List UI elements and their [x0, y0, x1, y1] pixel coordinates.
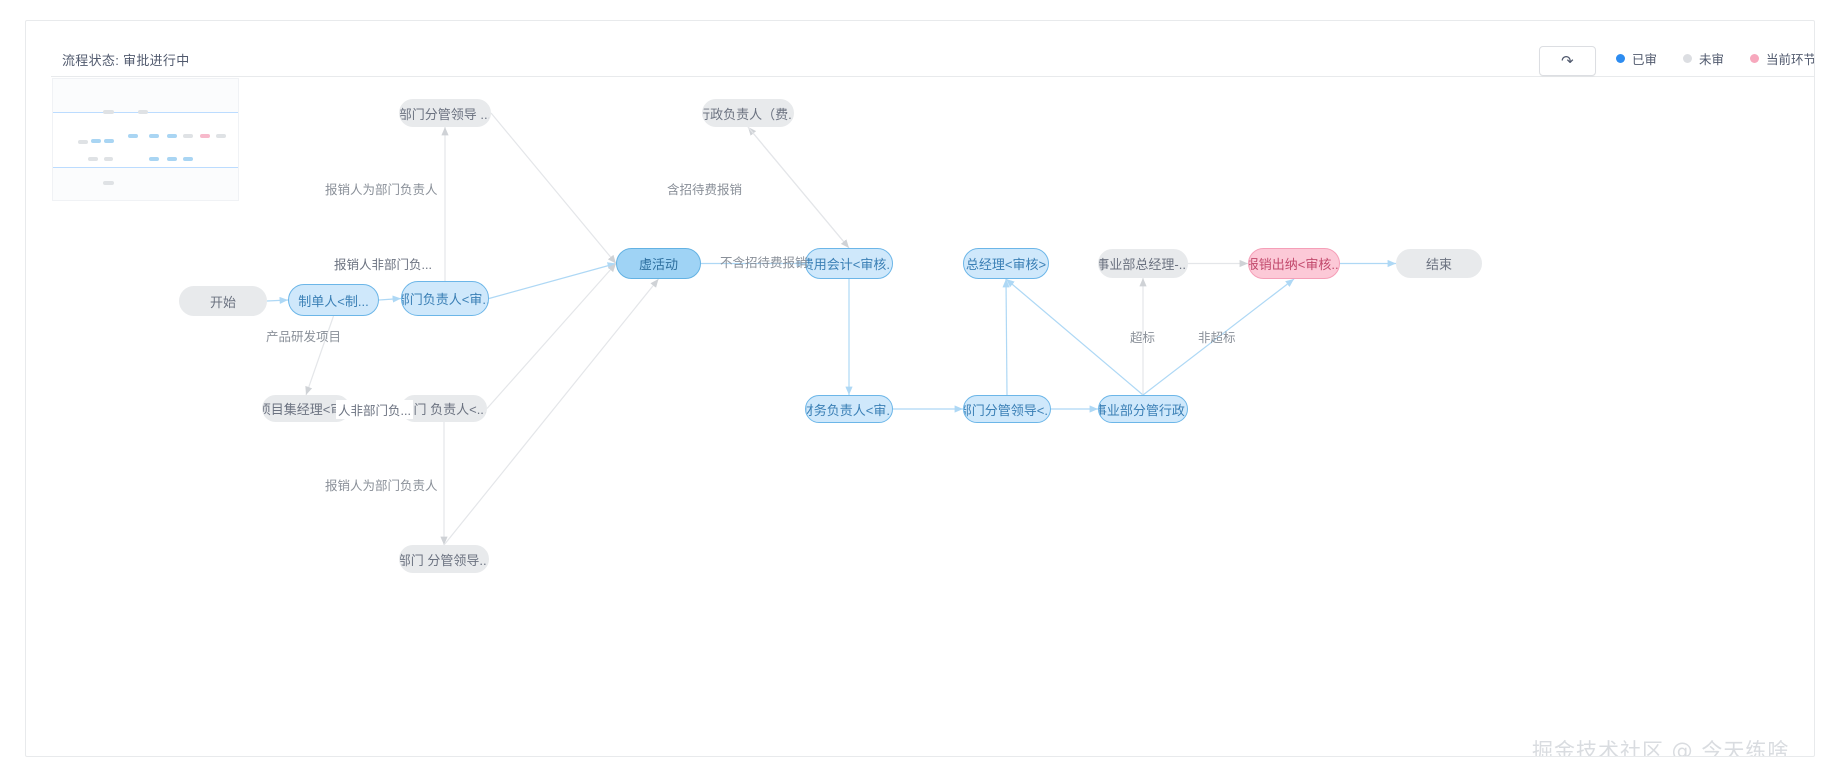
edge-label: 超标 [1130, 331, 1156, 345]
flow-node-finHead[interactable]: 财务负责人<审... [805, 395, 893, 423]
flow-node-deptLeaderTop[interactable]: 部门分管领导 ... [399, 99, 491, 127]
flow-edge [1005, 278, 1144, 396]
flow-node-label: 开始 [209, 294, 236, 310]
legend-item-pending: 未审 [1683, 49, 1724, 68]
undo-button[interactable]: ↶ [1539, 46, 1596, 76]
minimap-node [167, 157, 178, 162]
diagram-minimap[interactable] [52, 78, 239, 201]
minimap-node [87, 157, 98, 162]
edge-label: 报销人为部门负责人 [325, 479, 438, 493]
edge-label: 产品研发项目 [266, 330, 342, 344]
flow-edge [747, 126, 850, 249]
flow-node-label: 事业部分管行政.. [1098, 402, 1188, 418]
legend-item-current: 当前环节 [1750, 49, 1815, 68]
minimap-node [182, 133, 193, 138]
flow-node-deptHead2[interactable]: 部门 负责人<... [401, 395, 487, 422]
flow-node-label: 制单人<制... [298, 293, 369, 309]
minimap-node [137, 109, 149, 114]
edge-label: 人非部门负... [336, 400, 413, 419]
minimap-node [127, 133, 138, 138]
legend: 已审 未审 当前环节 [1616, 49, 1815, 68]
flow-node-label: 行政负责人（费... [702, 106, 794, 122]
flow-node-label: 部门 分管领导... [399, 552, 489, 568]
diagram-canvas[interactable]: 开始 制单人<制... 部门负责人<审... 部门分管领导 ... 行政负责人（费...… [26, 21, 1814, 756]
edge-label: 不含招待费报销 [720, 256, 808, 270]
flow-node-deptLeaderBot[interactable]: 部门 分管领导... [399, 545, 489, 573]
flow-edge [490, 112, 617, 264]
flow-edge [378, 295, 402, 303]
legend-label: 已审 [1632, 53, 1658, 67]
flow-node-label: 总经理<审核> [965, 257, 1047, 272]
flow-node-label: 部门 负责人<... [401, 402, 487, 417]
flow-edge [266, 296, 289, 304]
flow-node-label: 财务负责人<审... [805, 402, 893, 418]
flow-node-label: 部门负责人<审... [401, 292, 489, 307]
minimap-node [149, 133, 160, 138]
flow-node-adminHead[interactable]: 行政负责人（费... [702, 99, 794, 127]
edge-label: 非超标 [1198, 331, 1236, 345]
edge-label: 报销人为部门负责人 [325, 183, 438, 197]
minimap-node [90, 139, 102, 144]
flow-edge [486, 263, 617, 409]
minimap-node [103, 109, 114, 114]
flow-node-deptLeader3[interactable]: 部门分管领导<... [963, 395, 1051, 423]
flow-node-label: 虚活动 [638, 257, 678, 272]
flow-edge [1142, 278, 1295, 396]
legend-dot-icon [1683, 54, 1693, 63]
flow-node-label: 项目集经理<审... [262, 402, 350, 417]
flow-node-feeAcct[interactable]: 费用会计<审核... [805, 248, 893, 279]
legend-dot-icon [1750, 54, 1760, 63]
flow-node-virtual[interactable]: 虚活动 [616, 248, 701, 279]
flow-node-label: 事业部总经理-... [1098, 257, 1188, 272]
flow-node-divAdmin[interactable]: 事业部分管行政.. [1098, 395, 1188, 423]
flow-node-pgmMgr[interactable]: 项目集经理<审... [262, 395, 350, 422]
edge-layer [266, 112, 1396, 546]
process-status-label: 流程状态: 审批进行中 [62, 53, 190, 68]
flow-node-label: 部门分管领导 ... [399, 106, 491, 122]
legend-label: 当前环节 [1766, 53, 1815, 67]
flow-node-start[interactable]: 开始 [179, 286, 267, 316]
legend-item-reviewed: 已审 [1616, 49, 1657, 68]
edge-label: 报销人非部门负... [332, 254, 434, 273]
flow-node-maker[interactable]: 制单人<制... [288, 284, 379, 316]
header-divider [51, 76, 1814, 77]
edge-label: 含招待费报销 [667, 183, 743, 197]
flow-node-label: 报销出纳<审核... [1248, 257, 1340, 272]
flow-edge [1002, 278, 1010, 396]
minimap-node [78, 139, 89, 144]
flow-node-label: 部门分管领导<... [963, 402, 1051, 418]
flow-node-label: 结束 [1425, 257, 1452, 272]
flow-node-end[interactable]: 结束 [1396, 249, 1482, 278]
flow-node-genMgr[interactable]: 总经理<审核> [963, 248, 1049, 279]
minimap-node [167, 133, 178, 138]
minimap-node [199, 133, 211, 138]
minimap-node [149, 157, 160, 162]
watermark: 掘金技术社区 @ 今天练啥 [1532, 739, 1790, 757]
flow-edge [488, 262, 617, 300]
flow-edge [443, 278, 659, 546]
flow-node-divGenMgr[interactable]: 事业部总经理-... [1098, 249, 1188, 278]
minimap-node [103, 181, 114, 186]
flow-node-deptHead1[interactable]: 部门负责人<审... [401, 281, 489, 316]
flow-node-cashier[interactable]: 报销出纳<审核... [1248, 248, 1340, 279]
minimap-viewport[interactable] [53, 112, 238, 168]
flow-node-label: 费用会计<审核... [805, 257, 893, 272]
legend-label: 未审 [1699, 53, 1725, 67]
workflow-card: 流程状态: 审批进行中 ↶ 已审 未审 当前环节 开始 制单人<制... 部门负责人<审… [25, 20, 1815, 757]
flow-edge [305, 315, 335, 396]
minimap-node [103, 157, 114, 162]
minimap-node [216, 133, 227, 138]
minimap-node [103, 139, 114, 143]
legend-dot-icon [1616, 54, 1625, 63]
minimap-node [182, 157, 193, 162]
